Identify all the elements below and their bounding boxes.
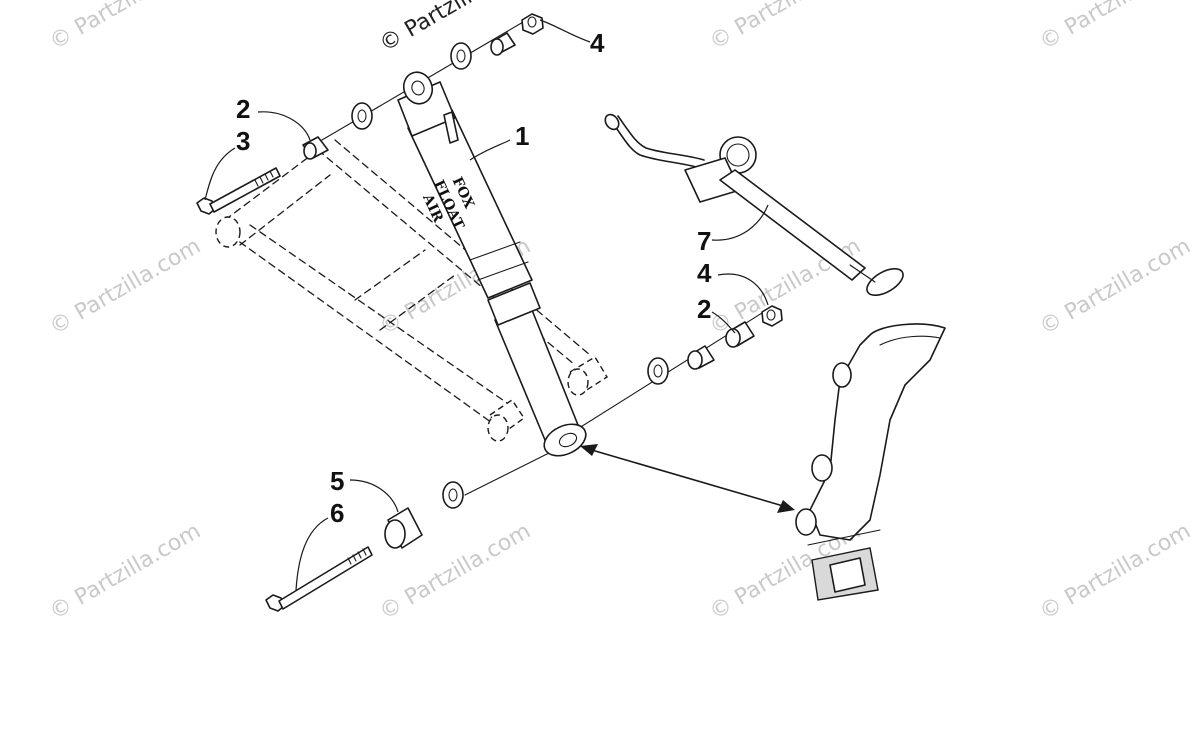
bushing-upper xyxy=(302,136,329,160)
callout-2-upper: 2 xyxy=(236,94,250,124)
air-pump xyxy=(604,113,904,297)
bushing-5 xyxy=(384,507,423,549)
nut-upper xyxy=(521,13,544,35)
a-arm-reference xyxy=(215,139,608,442)
watermark: © Partzilla.com xyxy=(46,519,206,626)
callout-5: 5 xyxy=(330,466,344,496)
callout-labels: 1 2 3 4 7 4 2 5 6 xyxy=(236,28,712,528)
washer-lower xyxy=(647,357,669,385)
callout-2-lower: 2 xyxy=(697,294,711,324)
bushing-lower-mid xyxy=(687,345,715,370)
reference-arrow xyxy=(580,444,795,513)
watermark: © Partzilla.com xyxy=(1036,519,1196,626)
bolt-lower xyxy=(265,546,373,612)
watermark: © Partzilla.com xyxy=(1036,0,1196,55)
callout-7: 7 xyxy=(697,226,711,256)
leader-lines xyxy=(204,19,769,591)
watermark-header: © Partzilla xyxy=(376,0,489,57)
watermark: © Partzilla.com xyxy=(46,234,206,341)
bushing-upper-right xyxy=(490,32,516,56)
watermark: © Partzilla.com xyxy=(46,0,206,55)
watermark: © Partzilla.com xyxy=(1036,234,1196,341)
spindle xyxy=(795,323,946,601)
watermark-layer: © Partzilla.com © Partzilla.com © Partzi… xyxy=(46,0,1196,625)
washer-upper-right xyxy=(450,42,472,70)
callout-4-lower: 4 xyxy=(697,258,712,288)
bolt-upper xyxy=(196,167,281,215)
nut-lower xyxy=(761,305,783,327)
callout-3: 3 xyxy=(236,126,250,156)
bushing-lower-right xyxy=(725,321,755,348)
watermark: © Partzilla.com xyxy=(706,0,866,55)
callout-4-upper: 4 xyxy=(590,28,605,58)
washer-5 xyxy=(442,481,464,509)
callout-6: 6 xyxy=(330,498,344,528)
washer-upper-left xyxy=(351,102,373,130)
shock-absorber: FOX FLOAT AIR xyxy=(397,71,587,457)
callout-1: 1 xyxy=(515,121,529,151)
